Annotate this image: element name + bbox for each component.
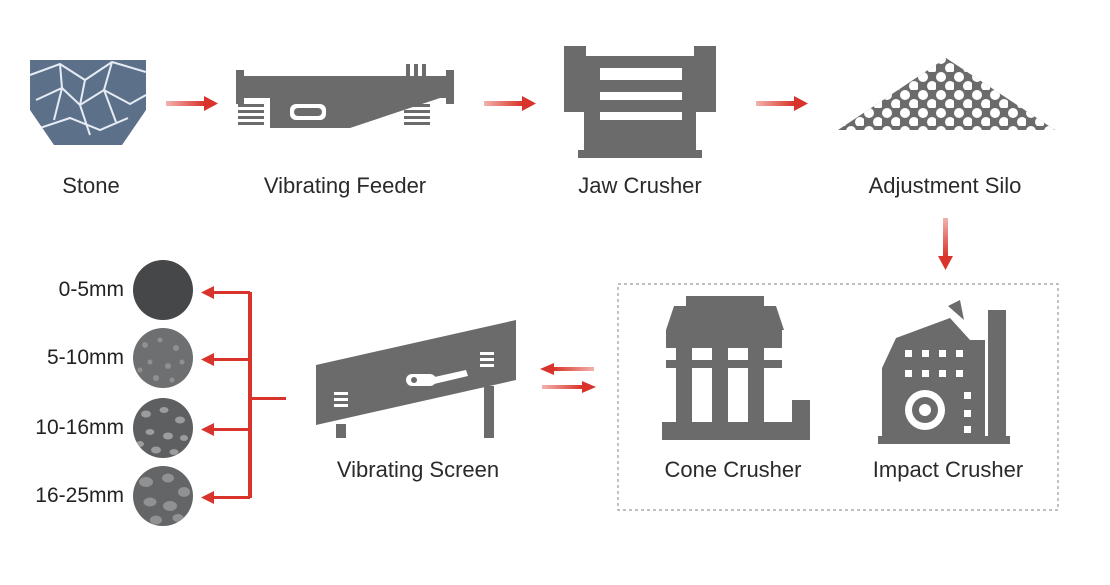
gravel-0-5mm-icon bbox=[133, 260, 193, 320]
arrow-feeder-to-jaw bbox=[484, 96, 536, 111]
arrow-stone-to-feeder bbox=[166, 96, 218, 111]
label-stone: Stone bbox=[62, 173, 120, 198]
cone-crusher-icon bbox=[662, 296, 810, 440]
label-vibrating-screen: Vibrating Screen bbox=[336, 457, 500, 482]
crusher-group-box bbox=[617, 283, 1059, 511]
output-label-10-16mm: 10-16mm bbox=[35, 416, 124, 439]
output-label-16-25mm: 16-25mm bbox=[35, 484, 124, 507]
label-jaw-crusher: Jaw Crusher bbox=[578, 173, 702, 198]
output-label-5-10mm: 5-10mm bbox=[46, 346, 124, 369]
label-impact-crusher: Impact Crusher bbox=[872, 457, 1024, 482]
arrow-crushers-to-screen bbox=[540, 363, 594, 375]
gravel-16-25mm-icon bbox=[133, 466, 193, 526]
vibrating-feeder-icon bbox=[236, 64, 454, 128]
jaw-crusher-icon bbox=[564, 46, 716, 158]
gravel-5-10mm-icon bbox=[133, 328, 193, 388]
adjustment-silo-icon bbox=[838, 58, 1055, 130]
label-vibrating-feeder: Vibrating Feeder bbox=[263, 173, 427, 198]
vibrating-screen-icon bbox=[316, 320, 516, 438]
label-cone-crusher: Cone Crusher bbox=[664, 457, 802, 482]
label-adjustment-silo: Adjustment Silo bbox=[868, 173, 1022, 198]
arrow-jaw-to-silo bbox=[756, 96, 808, 111]
arrow-silo-down bbox=[938, 218, 953, 270]
impact-crusher-icon bbox=[878, 300, 1010, 444]
output-branch-arrows bbox=[201, 286, 286, 504]
output-label-0-5mm: 0-5mm bbox=[58, 278, 124, 301]
gravel-10-16mm-icon bbox=[133, 398, 193, 458]
stone-hopper-icon bbox=[30, 60, 146, 145]
arrow-screen-to-crushers bbox=[542, 381, 596, 393]
